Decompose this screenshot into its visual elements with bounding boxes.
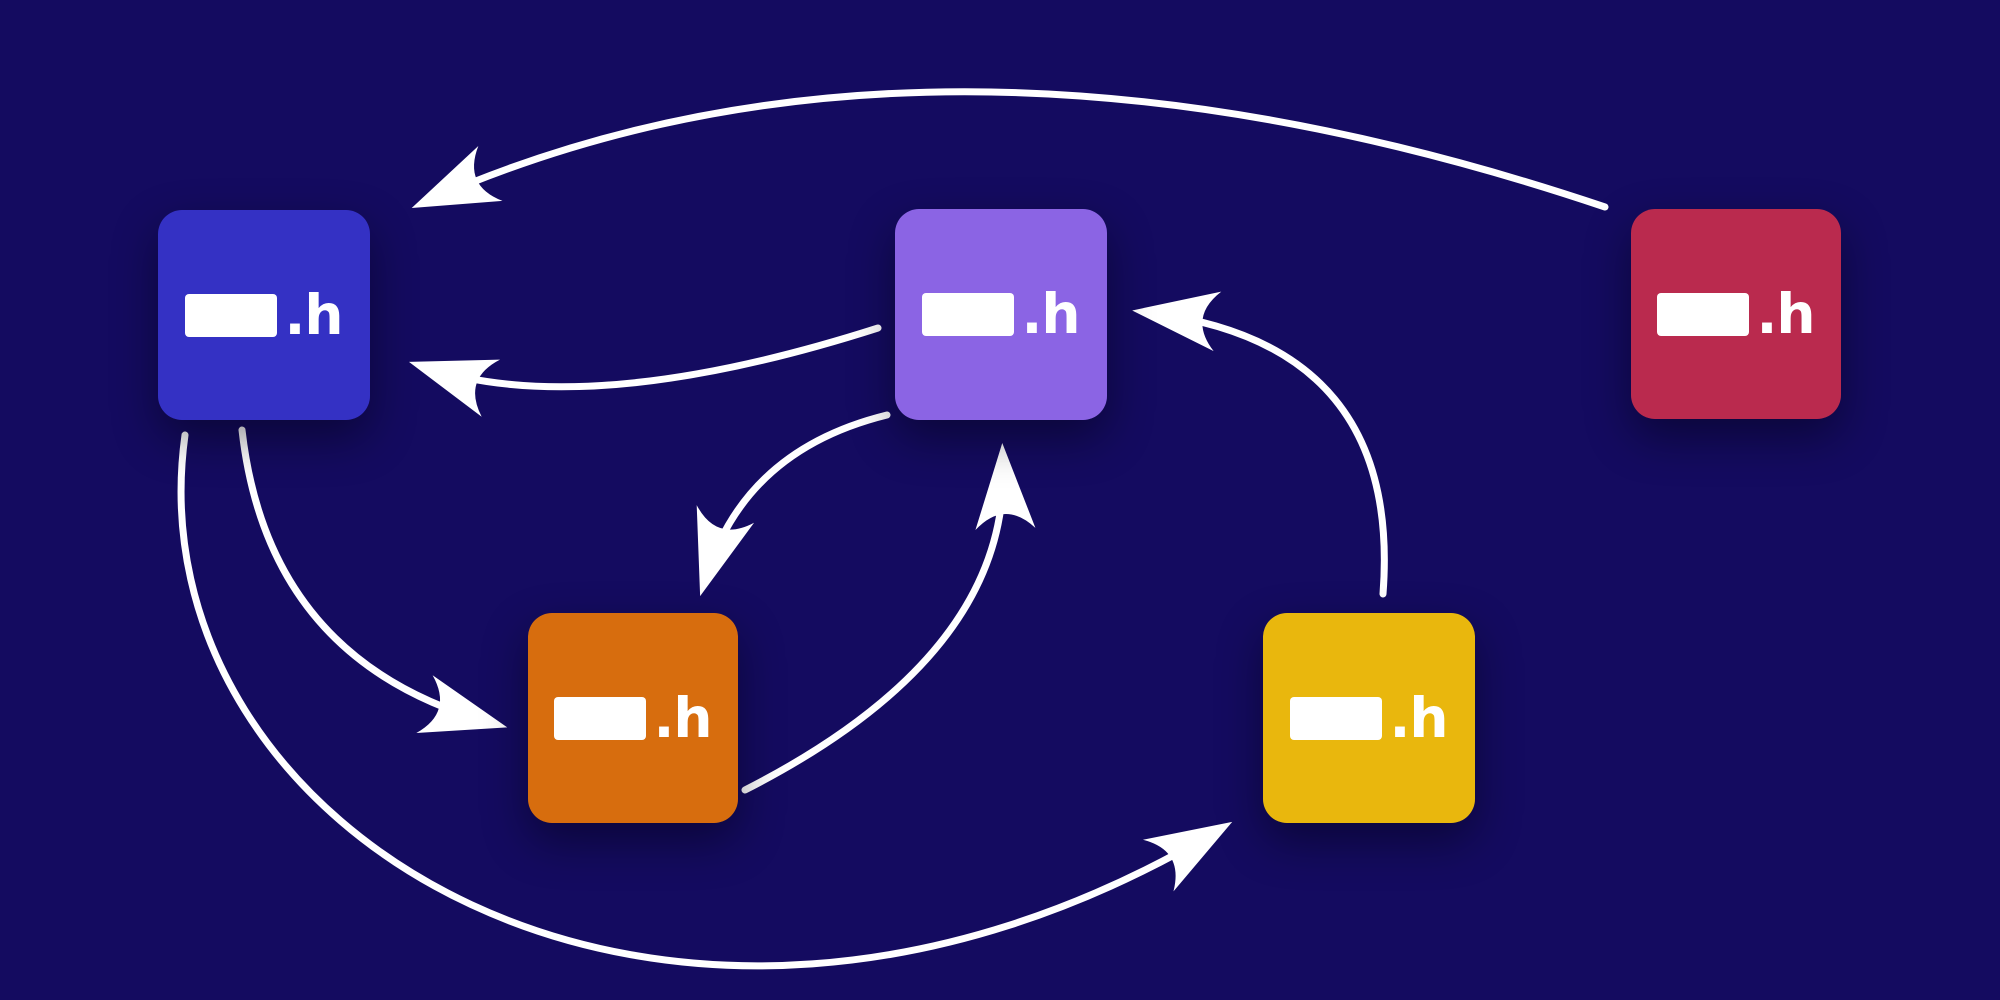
file-extension-label: .h <box>1389 685 1448 750</box>
file-extension-label: .h <box>284 282 343 347</box>
header-file-label: .h <box>1290 685 1449 750</box>
redacted-filename-block <box>554 696 647 740</box>
header-file-node-blue: .h <box>158 210 370 420</box>
header-file-node-gold: .h <box>1263 613 1475 823</box>
header-file-label: .h <box>1657 281 1816 346</box>
dependency-arrow-crimson-to-blue <box>411 88 1609 211</box>
header-file-node-crimson: .h <box>1631 209 1841 419</box>
file-extension-label: .h <box>653 685 712 750</box>
dependency-arrow-gold-to-purple <box>1132 291 1388 598</box>
file-extension-label: .h <box>1756 281 1815 346</box>
header-file-node-purple: .h <box>895 209 1107 420</box>
redacted-filename-block <box>1657 292 1750 336</box>
header-file-node-orange: .h <box>528 613 738 823</box>
header-file-label: .h <box>922 282 1081 346</box>
dependency-arrow-purple-to-orange <box>696 411 891 597</box>
header-file-label: .h <box>185 282 344 347</box>
header-file-label: .h <box>554 685 713 750</box>
dependency-arrow-blue-to-gold <box>177 431 1233 970</box>
redacted-filename-block <box>185 293 278 337</box>
dependency-arrow-purple-to-blue <box>408 324 882 417</box>
file-extension-label: .h <box>1021 282 1080 346</box>
dependency-arrow-blue-to-orange <box>238 426 508 733</box>
redacted-filename-block <box>922 293 1015 336</box>
dependency-arrow-orange-to-purple <box>741 443 1036 794</box>
redacted-filename-block <box>1290 696 1383 740</box>
